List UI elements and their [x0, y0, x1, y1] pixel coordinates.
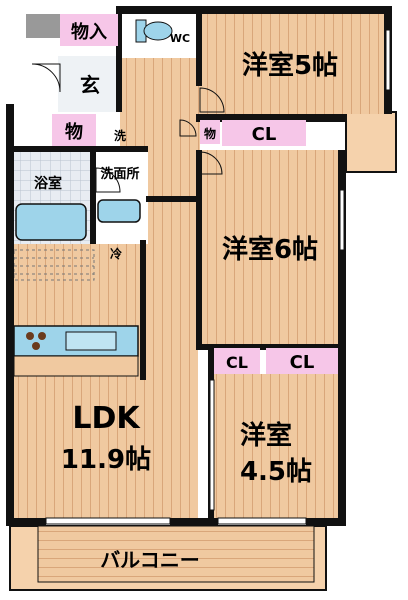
closet-2b-label: CL: [290, 352, 315, 373]
toilet-icon: [135, 19, 173, 43]
washroom-floor: [92, 152, 148, 244]
closet-2a-label: CL: [226, 353, 248, 372]
storage-small-label: 物: [204, 126, 216, 141]
ldk-label-line1: LDK: [72, 401, 141, 436]
laundry-label: 洗: [114, 128, 126, 143]
bedroom-6-floor: [200, 150, 340, 346]
bedroom-5-label: 洋室5帖: [242, 50, 338, 81]
label-backgrounds: [52, 14, 338, 374]
sink: [97, 199, 141, 223]
bedroom-5-floor: [200, 14, 386, 114]
side-balcony: [345, 111, 397, 173]
bedroom-6-label: 洋室6帖: [222, 234, 318, 265]
bedroom-45-floor: [212, 374, 342, 520]
ldk-label-line2: 11.9帖: [61, 445, 151, 475]
washroom-label: 洗面所: [100, 166, 139, 182]
bath-label: 浴室: [34, 175, 62, 192]
windows: [45, 29, 391, 525]
doors: [31, 63, 225, 193]
closet-1-label: CL: [252, 124, 277, 145]
bedroom-45-label-line1: 洋室: [240, 420, 292, 451]
wc-label: WC: [170, 32, 190, 45]
storage-hall-label: 物: [65, 121, 83, 143]
entrance-floor: [58, 56, 120, 112]
balcony-label: バルコニー: [100, 548, 200, 572]
bedroom-45-label-line2: 4.5帖: [240, 457, 312, 487]
storage-entry-label: 物入: [71, 21, 107, 43]
balcony: バルコニー: [9, 525, 327, 591]
bathtub: [15, 203, 87, 241]
kitchen-counter: [13, 325, 139, 377]
entrance-label: 玄: [80, 73, 100, 97]
walls: [6, 6, 392, 526]
fridge-label: 冷: [110, 246, 122, 261]
